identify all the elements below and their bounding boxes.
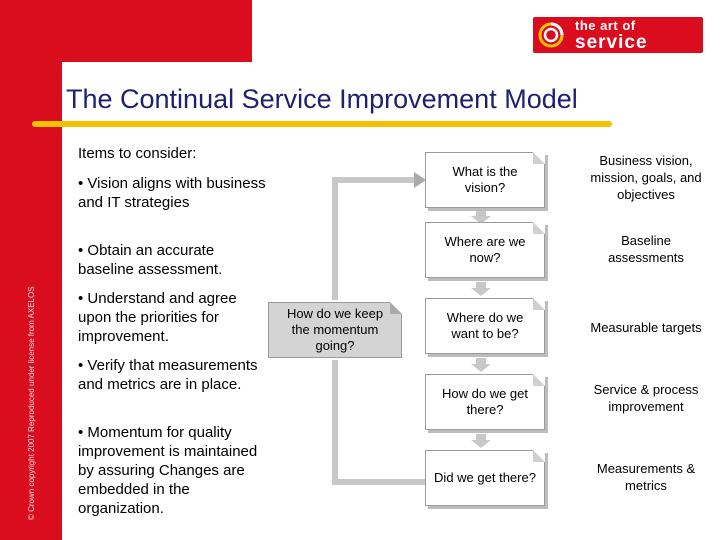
momentum-label: How do we keep the momentum going? — [286, 306, 384, 353]
down-arrow — [471, 282, 491, 296]
question-label: Where do we want to be? — [446, 310, 524, 341]
question-label: Where are we now? — [444, 234, 526, 265]
bullet-item: • Understand and agree upon the prioriti… — [78, 290, 237, 345]
header-red-block — [0, 0, 252, 62]
down-arrow — [471, 434, 491, 448]
question-label: What is the vision? — [452, 164, 518, 195]
loop-arrow — [332, 177, 418, 300]
question-label: Did we get there? — [434, 470, 536, 485]
answer-text: Business vision, mission, goals, and obj… — [590, 152, 702, 202]
down-arrow — [471, 210, 491, 224]
question-box: What is the vision? — [425, 152, 545, 208]
answer-text: Baseline assessments — [608, 233, 684, 265]
bullet-item: • Vision aligns with business and IT str… — [78, 175, 266, 211]
momentum-box: How do we keep the momentum going? — [268, 302, 402, 358]
bullet-item: • Verify that measurements and metrics a… — [78, 357, 258, 393]
question-box: How do we get there? — [425, 374, 545, 430]
answer-text: Service & process improvement — [593, 382, 699, 414]
down-arrow — [471, 358, 491, 372]
logo-text-line2: service — [575, 31, 648, 53]
fold-corner — [390, 302, 402, 314]
fold-corner — [533, 152, 545, 164]
fold-corner — [533, 450, 545, 462]
loop-arrow — [332, 360, 425, 485]
title-underline — [32, 121, 612, 127]
bullet-item: • Momentum for quality improvement is ma… — [78, 424, 258, 517]
bullet-item: • Obtain an accurate baseline assessment… — [78, 242, 223, 278]
loop-arrowhead — [414, 172, 426, 188]
fold-corner — [533, 298, 545, 310]
answer-text: Measurable targets — [590, 319, 702, 335]
page-title: The Continual Service Improvement Model — [66, 84, 578, 114]
question-box: Where do we want to be? — [425, 298, 545, 354]
fold-corner — [533, 222, 545, 234]
left-red-bar — [0, 62, 62, 540]
question-box: Did we get there? — [425, 450, 545, 506]
answer-text: Measurements & metrics — [596, 461, 696, 493]
fold-corner — [533, 374, 545, 386]
question-label: How do we get there? — [442, 386, 528, 417]
items-heading: Items to consider: — [78, 145, 197, 162]
logo-swirl-icon — [533, 17, 569, 53]
question-box: Where are we now? — [425, 222, 545, 278]
brand-logo: the art of service — [533, 17, 703, 53]
logo-text-line1: the art of — [575, 17, 636, 33]
